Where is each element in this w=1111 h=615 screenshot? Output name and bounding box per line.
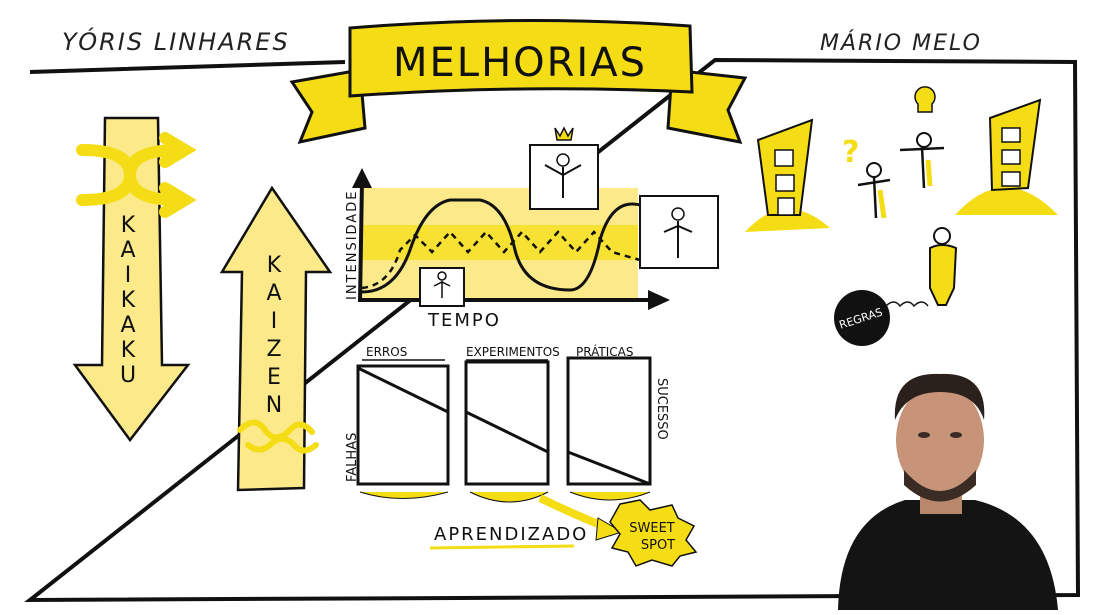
presenter-overlay [838, 373, 1058, 610]
kaikaku-letter: K [121, 288, 136, 313]
kaikaku-letter: K [121, 213, 136, 238]
sweet-spot-label: SPOT [641, 538, 675, 553]
kaizen-letter: E [267, 365, 281, 390]
shuffle-icon [76, 132, 197, 218]
learning-panels: ERROS EXPERIMENTOS PRÁTICAS FALHAS SUCES… [345, 344, 698, 567]
person-card-right [639, 195, 719, 269]
kaikaku-arrow: K A I K A K U [72, 116, 197, 443]
kaikaku-letter: I [125, 263, 132, 288]
tangle-icon [237, 419, 319, 454]
kaikaku-letter: A [120, 238, 135, 263]
success-label: SUCESSO [654, 378, 669, 440]
thinking-people: ? [842, 86, 945, 219]
building-right [955, 98, 1058, 215]
ball-and-chain: REGRAS [834, 290, 890, 346]
kaizen-letter: Z [266, 337, 281, 362]
person-card [419, 267, 465, 307]
celebrating-person-card [529, 126, 599, 210]
chain [885, 301, 929, 308]
chart-x-label: TEMPO [427, 310, 501, 331]
kaikaku-letter: A [120, 313, 135, 338]
lightbulb-icon [914, 86, 936, 113]
author-left: YÓRIS LINHARES [62, 26, 290, 56]
chart-y-label: INTENSIDADE [345, 190, 360, 300]
kaizen-letter: A [266, 281, 281, 306]
sweet-spot-burst [609, 499, 698, 567]
kaizen-letter: N [266, 393, 282, 418]
chained-person [929, 227, 958, 306]
kaizen-arrow: K A I Z E N [219, 185, 333, 492]
melhorias-banner: MELHORIAS [289, 18, 748, 145]
building-left [745, 118, 830, 232]
panel-header: EXPERIMENTOS [466, 345, 560, 359]
question-mark-icon: ? [842, 135, 859, 170]
kaizen-letter: K [267, 253, 282, 278]
failures-label: FALHAS [345, 433, 360, 482]
learning-label: APRENDIZADO [434, 524, 588, 545]
sweet-spot-label: SWEET [629, 521, 675, 536]
author-right: MÁRIO MELO [820, 30, 982, 56]
panel-header: ERROS [366, 345, 407, 359]
intensity-chart: INTENSIDADE TEMPO [345, 126, 719, 331]
panel-header: PRÁTICAS [576, 344, 633, 359]
kaikaku-letter: K [121, 338, 136, 363]
banner-title: MELHORIAS [393, 40, 647, 86]
kaizen-letter: I [271, 309, 278, 334]
kaikaku-letter: U [120, 363, 136, 388]
